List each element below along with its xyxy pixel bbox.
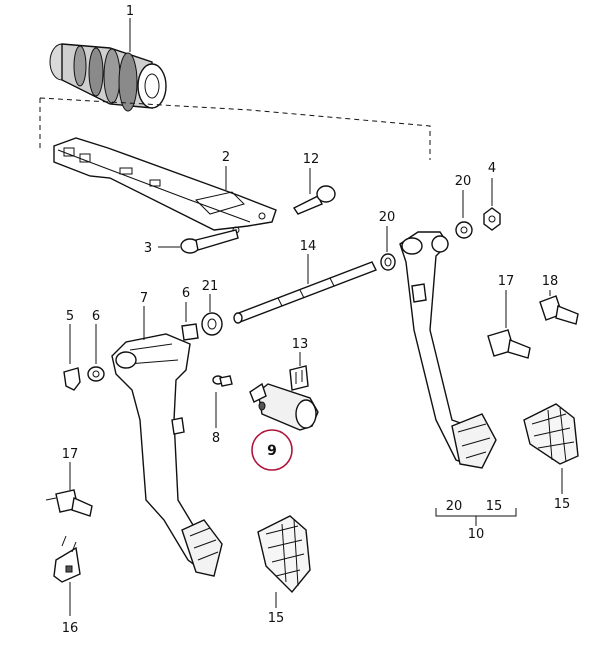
pin-8: [212, 375, 233, 387]
switch-17-left: [45, 489, 93, 517]
callout-18: 18: [542, 274, 559, 289]
callout-12: 12: [303, 152, 320, 167]
callout-4: 4: [488, 161, 496, 176]
bolt-3: [180, 229, 239, 254]
callout-15-lower: 15: [268, 611, 285, 626]
switch-17-right: [487, 329, 531, 359]
clip-5: [63, 367, 81, 391]
nut-4: [483, 207, 501, 231]
callout-2: 2: [222, 150, 230, 165]
callout-3: 3: [144, 241, 152, 256]
bracket-16: [53, 535, 81, 583]
clutch-master-cylinder: [249, 382, 319, 431]
nut-21: [201, 312, 223, 336]
clip-13: [289, 365, 309, 391]
switch-18: [539, 295, 579, 325]
callout-6-upper: 6: [182, 286, 190, 301]
bushing-6-upper: [181, 323, 199, 341]
callout-16: 16: [62, 621, 79, 636]
callout-1: 1: [126, 4, 134, 19]
callout-20-middle: 20: [379, 210, 396, 225]
brake-pedal: [399, 231, 497, 469]
callout-21: 21: [202, 279, 219, 294]
callout-17-right: 17: [498, 274, 515, 289]
nut-20-top: [455, 221, 473, 239]
rubber-boot: [49, 43, 167, 112]
bushing-6-lower: [87, 366, 105, 382]
pedal-shaft: [233, 261, 377, 324]
callout-9: 9: [267, 443, 277, 459]
callout-10: 10: [468, 527, 485, 542]
callout-15-right: 15: [554, 497, 571, 512]
clutch-pedal: [111, 333, 223, 577]
highlight-ring-part-9: [251, 429, 293, 471]
callout-8: 8: [212, 431, 220, 446]
callout-14: 14: [300, 239, 317, 254]
pedal-pad-15-right: [523, 403, 579, 465]
callout-20-top: 20: [455, 174, 472, 189]
pedal-pad-15-lower: [257, 515, 311, 594]
bolt-12: [292, 185, 336, 215]
callout-10-sub-20: 20: [446, 499, 463, 514]
callout-7: 7: [140, 291, 148, 306]
callout-13: 13: [292, 337, 309, 352]
washer-20-middle: [380, 253, 396, 271]
callout-6-lower: 6: [92, 309, 100, 324]
callout-17-left: 17: [62, 447, 79, 462]
callout-10-sub-15: 15: [486, 499, 503, 514]
callout-5: 5: [66, 309, 74, 324]
pedal-bracket-rail: [53, 137, 277, 234]
